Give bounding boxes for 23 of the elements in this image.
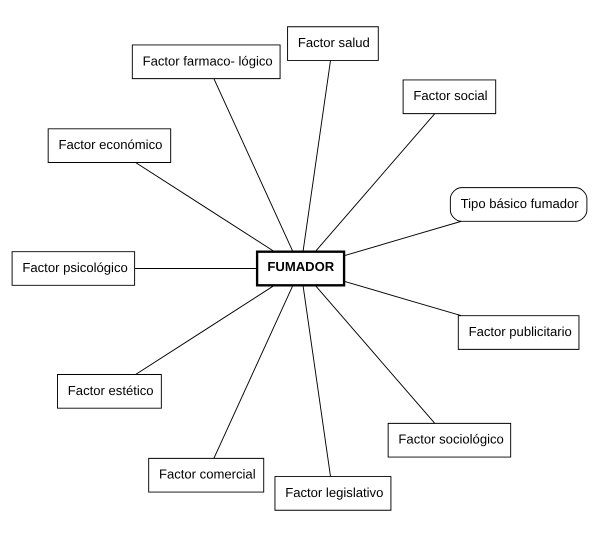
connector xyxy=(135,162,274,252)
node-box: Factor farmaco- lógico xyxy=(132,44,281,80)
node-box: Factor legislativo xyxy=(274,476,392,511)
node-box: FUMADOR xyxy=(256,250,346,286)
connector xyxy=(213,284,294,459)
node-box: Factor sociológico xyxy=(388,422,512,458)
connector xyxy=(302,60,331,252)
connector xyxy=(213,78,294,252)
connector xyxy=(135,285,274,375)
connector xyxy=(134,268,258,269)
node-box: Factor comercial xyxy=(148,458,264,492)
node-box: Factor psicológico xyxy=(12,251,136,286)
node-box: Factor estético xyxy=(57,374,162,409)
connector xyxy=(344,280,462,316)
connector xyxy=(314,285,436,424)
node-box: Factor económico xyxy=(48,128,172,163)
node-box: Tipo básico fumador xyxy=(450,187,588,222)
node-box: Factor publicitario xyxy=(458,315,580,350)
node-box: Factor salud xyxy=(287,26,379,61)
connector xyxy=(344,220,462,256)
node-box: Factor social xyxy=(402,79,496,114)
connector xyxy=(302,284,331,477)
connector xyxy=(314,113,436,252)
